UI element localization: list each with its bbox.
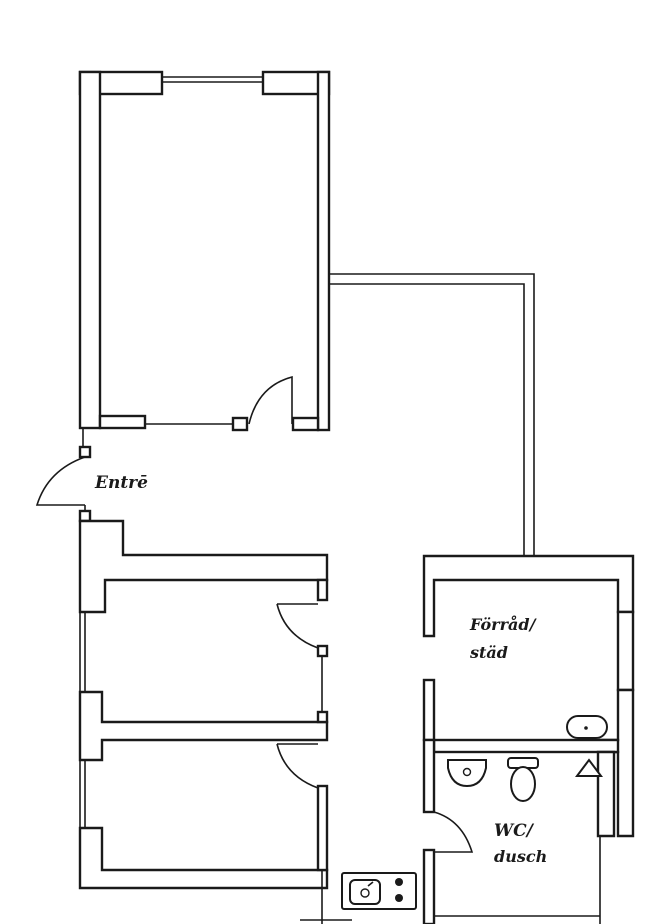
bedroom-2-door bbox=[276, 603, 319, 649]
sink-icon bbox=[447, 759, 487, 788]
storage-label-line1: Förråd/ bbox=[469, 614, 538, 634]
bathroom-door bbox=[433, 811, 474, 853]
bathroom-label-line2: dusch bbox=[494, 847, 547, 866]
toilet-icon bbox=[507, 757, 539, 802]
bedroom-3-door bbox=[276, 743, 319, 789]
entrance-label: Entrē bbox=[94, 473, 148, 493]
bathroom-label-line1: WC/ bbox=[494, 821, 535, 841]
basin-icon bbox=[566, 715, 608, 739]
shower-icon bbox=[575, 758, 603, 777]
living-room-walls bbox=[329, 273, 535, 556]
storage-label-line2: städ bbox=[469, 643, 508, 662]
lower-bedrooms-walls bbox=[78, 519, 329, 924]
storage-walls bbox=[422, 554, 635, 838]
bathroom-walls bbox=[422, 738, 616, 924]
stove-icon bbox=[341, 872, 417, 910]
entrance-area bbox=[35, 428, 92, 523]
bedroom-walls bbox=[78, 70, 331, 432]
bedroom-door bbox=[248, 375, 293, 425]
